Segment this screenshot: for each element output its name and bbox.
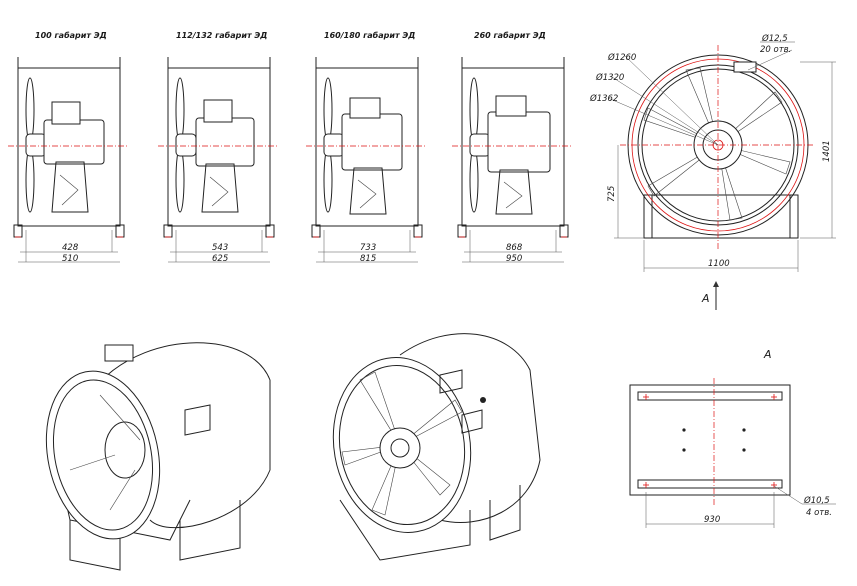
span-dim: 930 [704,515,720,525]
hole-count: 20 отв. [760,45,791,55]
view-a-hole-count: 4 отв. [806,508,832,518]
impeller-blades [341,371,463,516]
dim-outer: 950 [506,254,522,264]
axis-height-dim: 725 [607,186,617,202]
dim-inner: 428 [62,243,79,253]
view-title: 160/180 габарит ЭД [324,30,415,40]
side-view-3: 160/180 габарит ЭД 733 815 [306,30,426,264]
view-title: 260 габарит ЭД [474,30,546,40]
dim-outer: 625 [212,254,228,264]
view-a-hole-diameter: Ø10,5 [803,495,830,506]
isometric-view-2 [332,333,541,561]
side-view-4: 260 габарит ЭД 868 950 [452,30,572,264]
side-view-2: 112/132 габарит ЭД 543 625 [158,30,278,264]
view-arrow-label: A [701,292,710,305]
height-dim: 1401 [822,140,832,162]
diameter-1260: Ø1260 [607,52,636,63]
width-dim: 1100 [708,259,730,269]
dim-outer: 815 [360,254,376,264]
view-a: A 930 Ø10,5 4 отв. [629,348,836,528]
dim-inner: 868 [506,243,523,253]
side-view-1: 100 габарит ЭД 428 510 [8,30,128,264]
front-view: Ø1260 Ø1320 Ø1362 Ø12,5 20 отв. 1401 725… [589,33,836,310]
diameter-1320: Ø1320 [595,72,624,83]
dim-inner: 733 [360,243,376,253]
dim-inner: 543 [212,243,228,253]
view-a-title: A [763,348,772,361]
isometric-view-1 [45,342,271,571]
diameter-1362: Ø1362 [589,93,618,104]
view-title: 100 габарит ЭД [35,30,107,40]
view-title: 112/132 габарит ЭД [176,30,267,40]
leaders [607,49,793,146]
hole-diameter: Ø12,5 [761,33,788,44]
dim-outer: 510 [62,254,78,264]
